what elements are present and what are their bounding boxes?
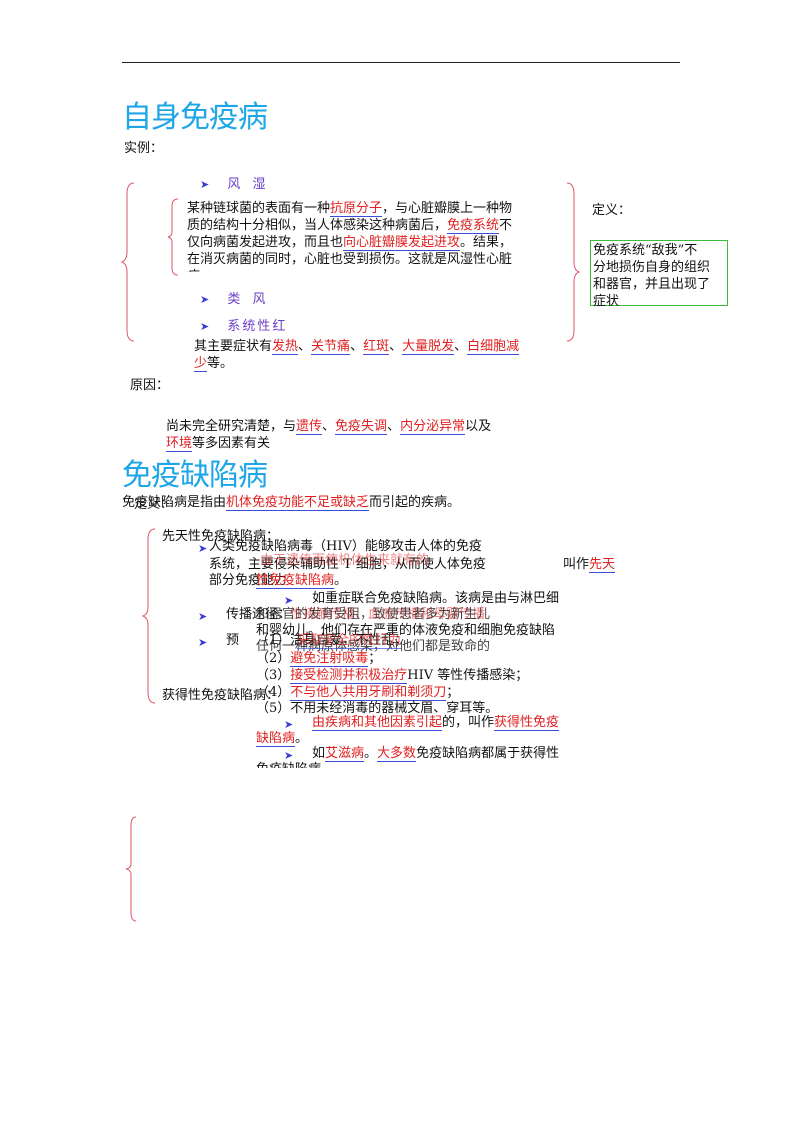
measure-1: （1）洁身自爱，不性乱； <box>256 633 408 648</box>
rheumatic-label: 风 湿 <box>227 177 270 192</box>
hiv-line1: 人类免疫缺陷病毒（HIV）能够攻击人体的免疫 <box>209 539 482 554</box>
acquired-line4: 免疫缺陷病 <box>256 761 321 768</box>
prevent-label: 预 <box>226 633 240 648</box>
lower-brace <box>125 816 137 922</box>
lupus-label: 系统性红 <box>227 319 288 334</box>
section-title-immunodeficiency: 免疫缺陷病 <box>122 458 268 493</box>
arrow-icon: ➤ <box>198 610 208 623</box>
definition-label: 定义： <box>592 203 632 218</box>
immune-system-term: 免疫系统 <box>447 218 500 234</box>
arrow-icon: ➤ <box>200 320 210 333</box>
deficiency-definition: 免疫缺陷病是指由机体免疫功能不足或缺乏而引起的疾病。 <box>122 495 461 511</box>
arrow-icon: ➤ <box>198 636 208 649</box>
congenital-overlap-text: 由于遗传而使机体生来就有的 <box>260 553 430 568</box>
rheumatoid-item: ➤ 类 风 <box>200 291 270 308</box>
arrow-icon: ➤ <box>200 293 210 306</box>
section-title-autoimmune: 自身免疫病 <box>122 100 268 135</box>
definition-box: 免疫系统“敌我”不 分地损伤自身的组织 和器官，并且出现了 症状 <box>590 240 728 309</box>
measure-2: （2）避免注射吸毒； <box>256 651 382 667</box>
rheumatoid-label: 类 风 <box>227 292 270 307</box>
congenital-line4: 性免疫缺陷病。 <box>256 573 348 589</box>
cause-text: 尚未完全研究清楚，与遗传、免疫失调、内分泌异常以及 环境等多因素有关 <box>166 419 492 452</box>
scid-line2: 和器官的发育受阻，致使患者多为新生儿 <box>256 607 491 622</box>
scid-line4: 任何一种病原体感染，对他们都是致命的 <box>256 639 491 654</box>
rheumatic-paragraph: 某种链球菌的表面有一种抗原分子，与心脏瓣膜上一种物 质的结构十分相似，当人体感染… <box>187 201 513 272</box>
cause-label: 原因： <box>130 378 170 393</box>
congenital-line3: 部分免疫能力 <box>209 573 288 588</box>
scid-line3: 和婴幼儿。他们存在严重的体液免疫和细胞免疫缺陷 <box>256 623 556 638</box>
definition-overlap: 定义： <box>134 497 174 512</box>
arrow-icon: ➤ <box>198 542 208 555</box>
lupus-symptoms: 其主要症状有发热、关节痛、红斑、大量脱发、白细胞减 少等。 <box>194 339 520 372</box>
transmission-text: 性接触传播、血液传播和母婴传播 <box>290 607 486 622</box>
acquired-line1: 由疾病和其他因素引起的，叫作获得性免疫 <box>312 715 560 731</box>
lupus-item: ➤ 系统性红 <box>200 318 287 335</box>
antigen-term: 抗原分子 <box>330 201 383 217</box>
top-rule <box>122 62 680 63</box>
acquired-line2: 缺陷病。 <box>256 731 309 747</box>
measure-3: （3）接受检测并积极治疗HIV 等性传播感染； <box>256 668 529 684</box>
rheumatic-brace <box>167 198 179 276</box>
examples-brace <box>120 182 135 342</box>
measure-5: （5）不用未经消毒的器械文眉、穿耳等。 <box>256 701 499 716</box>
acquired-label: 获得性免疫缺陷病： <box>162 688 280 703</box>
scid-line1: 如重症联合免疫缺陷病。该病是由与淋巴细 <box>312 591 560 606</box>
deficiency-brace <box>141 528 156 704</box>
rheumatic-item: ➤ 风 湿 <box>200 176 270 193</box>
heart-valve-term: 向心脏瓣膜发起进攻 <box>343 235 461 251</box>
transmission-label: 传播途径： <box>226 607 292 622</box>
congenital-red-tail: 叫作先天 <box>563 557 616 573</box>
hiv-line2: 系统，主要侵染辅助性 T 细胞，从而使人体免疫 <box>209 557 486 572</box>
measure-overlap-red: 采取安全的性行为 <box>297 633 402 649</box>
congenital-label: 先天性免疫缺陷病： <box>162 529 280 544</box>
definition-brace <box>566 182 581 342</box>
acquired-line3: 如艾滋病。大多数免疫缺陷病都属于获得性 <box>312 746 560 762</box>
measure-4: （4）不与他人共用牙刷和剃须刀； <box>256 685 460 701</box>
arrow-icon: ➤ <box>200 178 210 191</box>
examples-label: 实例： <box>124 141 164 156</box>
arrow-icon: ➤ <box>284 749 294 762</box>
arrow-icon: ➤ <box>284 594 294 607</box>
arrow-icon: ➤ <box>284 718 294 731</box>
